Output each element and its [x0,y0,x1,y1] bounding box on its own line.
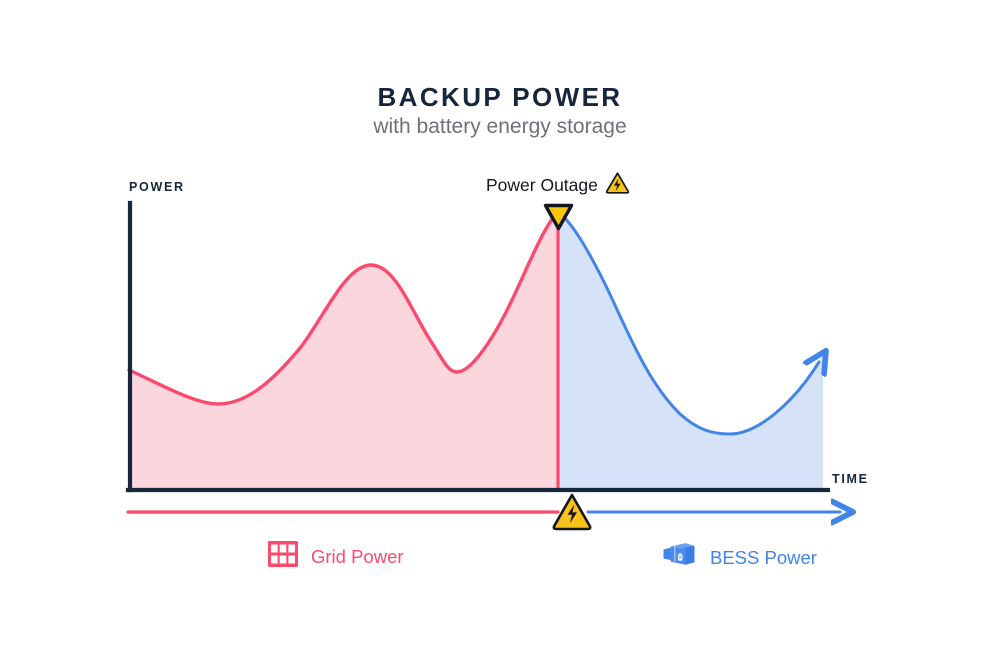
outage-peak-marker [543,203,574,231]
bess-power-curve [556,210,819,436]
grid-icon [268,541,298,572]
power-outage-annotation: Power Outage [486,171,630,199]
outage-warning-triangle-icon [552,493,592,531]
battery-box-icon [663,540,697,575]
legend-item-bess-power: BESS Power [663,540,817,575]
page-subtitle: with battery energy storage [373,115,627,138]
grid-power-area [129,212,558,490]
x-axis-label: TIME [832,472,869,486]
warning-triangle-icon [605,171,630,199]
y-axis-label: POWER [129,180,185,194]
grid-power-curve [127,210,560,406]
page-title: BACKUP POWER [377,82,623,112]
power-outage-label: Power Outage [486,174,598,195]
legend-item-grid-power: Grid Power [268,541,404,572]
bess-power-area [558,212,823,490]
legend-label-bess-power: BESS Power [710,546,817,568]
legend-label-grid-power: Grid Power [311,545,404,567]
